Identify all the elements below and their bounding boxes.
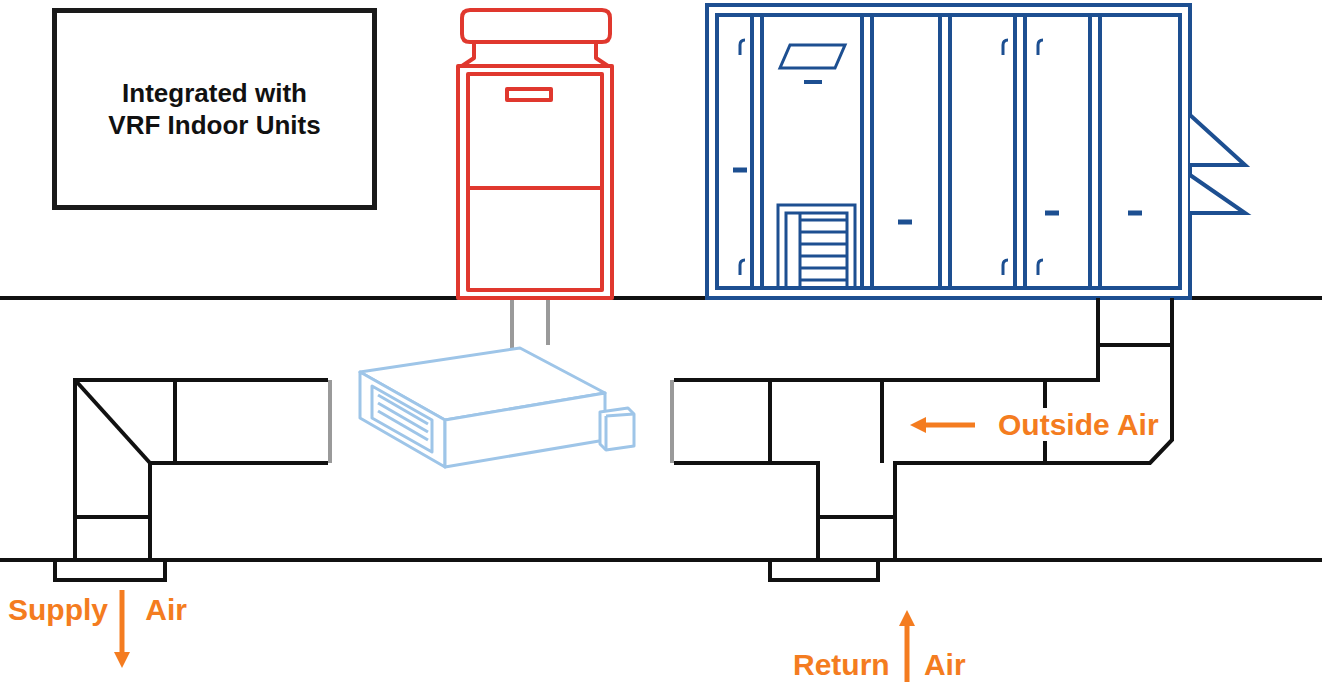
box-heading: Integrated with VRF Indoor Units	[102, 77, 327, 142]
air-handling-unit	[707, 5, 1245, 298]
vrf-indoor-unit	[360, 348, 634, 467]
refrigerant-pipes	[512, 300, 548, 348]
airflow-label: Outside Air	[995, 408, 1162, 441]
airflow-label: Supply Air	[8, 593, 187, 626]
ceiling-line	[0, 558, 1322, 562]
ductwork	[55, 298, 1172, 580]
airflow-label: Return Air	[793, 648, 966, 681]
vrf-outdoor-unit	[458, 10, 612, 298]
title-box: Integrated with VRF Indoor Units	[52, 8, 377, 210]
airflow-arrows	[122, 425, 975, 682]
